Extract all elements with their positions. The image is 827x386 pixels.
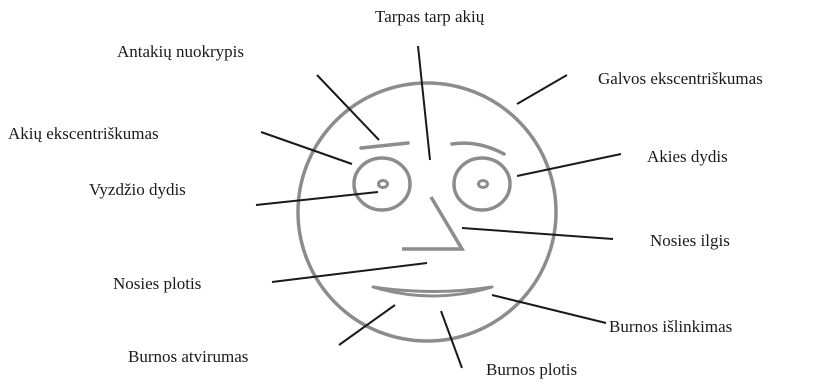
left-pupil	[379, 181, 388, 188]
nose	[402, 197, 462, 249]
label-eye-spacing: Tarpas tarp akių	[375, 7, 484, 27]
label-mouth-openness: Burnos atvirumas	[128, 347, 248, 367]
label-pupil-size: Vyzdžio dydis	[89, 180, 186, 200]
head-outline	[298, 83, 556, 341]
left-eye	[354, 158, 410, 210]
leader-eye-size	[517, 154, 621, 176]
label-mouth-curvature: Burnos išlinkimas	[609, 317, 732, 337]
leader-nose-width	[272, 263, 427, 282]
leader-eye-eccentricity	[261, 132, 352, 164]
leader-eye-spacing	[418, 46, 430, 160]
label-brow-slant: Antakių nuokrypis	[117, 42, 244, 62]
leader-nose-length	[462, 228, 613, 239]
label-nose-length: Nosies ilgis	[650, 231, 730, 251]
leader-head-eccentricity	[517, 75, 567, 104]
label-mouth-width: Burnos plotis	[486, 360, 577, 380]
right-eyebrow	[452, 143, 504, 154]
label-nose-width: Nosies plotis	[113, 274, 201, 294]
right-eye	[454, 158, 510, 210]
label-eye-eccentricity: Akių ekscentriškumas	[8, 124, 159, 144]
right-pupil	[479, 181, 488, 188]
leader-mouth-openness	[339, 305, 395, 345]
left-eyebrow	[361, 143, 408, 148]
leader-mouth-curvature	[492, 295, 606, 323]
mouth	[373, 287, 492, 296]
label-eye-size: Akies dydis	[647, 147, 728, 167]
label-head-eccentricity: Galvos ekscentriškumas	[598, 69, 763, 89]
